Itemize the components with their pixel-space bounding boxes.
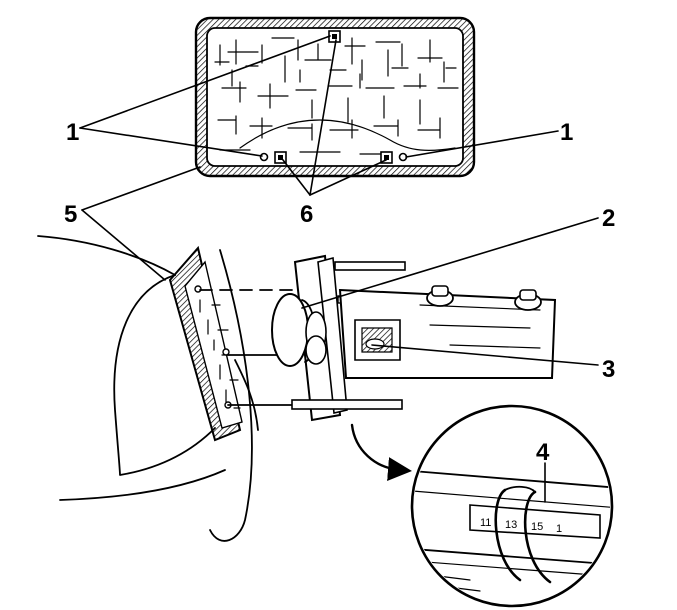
aiming-pad-bottom-right — [380, 151, 393, 164]
scale-detail-view — [410, 404, 614, 608]
suction-cup — [271, 293, 309, 367]
scale-mark-13: 13 — [505, 519, 517, 531]
aiming-pad-bottom-left — [274, 151, 287, 164]
detail-arrow — [350, 423, 412, 481]
adjuster-screw-bottom-left — [259, 152, 269, 162]
scale-mark-1: 1 — [556, 523, 562, 535]
headlamp-front-view — [194, 16, 476, 178]
headlamp-side-view — [168, 245, 243, 442]
vehicle-front-fender — [37, 235, 259, 542]
headlamp-lens — [206, 27, 464, 167]
adjuster-screw-top — [328, 30, 341, 43]
scale-mark-11: 11 — [480, 517, 491, 529]
callout-5: 5 — [64, 201, 77, 228]
aimer-knobs — [426, 285, 542, 311]
leader-lines-top — [79, 35, 559, 281]
scale-mark-15: 15 — [531, 521, 543, 533]
callout-1-right: 1 — [560, 119, 573, 146]
callout-1-left: 1 — [66, 119, 79, 146]
leader-lines-middle — [301, 217, 599, 366]
callout-6: 6 — [300, 201, 313, 228]
callout-3: 3 — [602, 356, 615, 383]
callout-2: 2 — [602, 205, 615, 232]
headlamp-aimer-tool — [199, 254, 557, 422]
callout-4: 4 — [536, 439, 550, 466]
